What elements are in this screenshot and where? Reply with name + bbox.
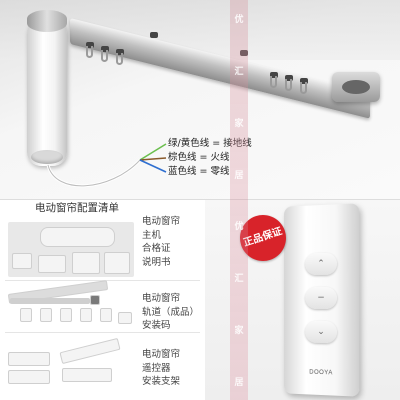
list-group-rail: 电动窗帘 轨道（成品） 安装码	[142, 292, 199, 333]
down-button: ⌄	[305, 320, 337, 344]
curtain-hook	[86, 46, 93, 58]
watermark-char: 汇	[234, 66, 244, 77]
watermark-strip: 优 汇 家 居 优 汇 家 居	[230, 0, 248, 400]
curtain-motor	[27, 16, 67, 166]
up-button: ⌃	[305, 252, 337, 276]
list-item: 安装码	[142, 320, 171, 331]
list-item: 合格证	[142, 243, 171, 254]
remote-part	[59, 337, 121, 365]
product-render: 绿/黄色线 = 接地线 棕色线 = 火线 蓝色线 = 零线	[0, 0, 400, 200]
curtain-hook	[270, 76, 277, 88]
curtain-hook	[285, 79, 292, 91]
list-item: 主机	[142, 229, 162, 241]
wire-label-ground: 绿/黄色线 = 接地线	[168, 138, 252, 149]
bracket-part	[20, 308, 32, 322]
motor-part	[40, 227, 115, 247]
list-item: 安装支架	[142, 376, 181, 387]
badge-text: 正品保证	[242, 226, 284, 249]
motor-bottom-cap	[31, 150, 63, 164]
rail-roller	[101, 46, 109, 52]
list-item: 遥控器	[142, 362, 171, 374]
ceiling-bracket	[240, 50, 248, 56]
wire-label-neutral: 蓝色线 = 零线	[168, 166, 230, 177]
rail-roller	[86, 42, 94, 48]
motor-top-cap	[27, 10, 67, 32]
rail-roller	[270, 72, 278, 78]
bracket-part	[60, 308, 72, 322]
packing-list-panel	[0, 200, 205, 400]
holder-part	[62, 368, 112, 382]
rail-end-cap	[332, 72, 380, 102]
list-separator	[5, 332, 200, 333]
manual-booklet	[104, 252, 130, 274]
watermark-char: 居	[234, 377, 244, 388]
section-divider	[0, 199, 400, 200]
rail-roller	[300, 78, 308, 84]
watermark-char: 居	[234, 170, 244, 181]
watermark-char: 优	[234, 222, 244, 233]
list-item: 轨道（成品）	[142, 306, 200, 318]
remote-control: ⌃ − ⌄ DOOYA	[284, 203, 360, 397]
bracket-part	[40, 308, 52, 322]
wire-color-legend: 绿/黄色线 = 接地线 棕色线 = 火线 蓝色线 = 零线	[168, 137, 288, 179]
list-item: 电动窗帘	[142, 349, 181, 360]
curtain-hook	[300, 82, 307, 94]
remote-box	[8, 352, 50, 366]
rail-roller	[116, 49, 124, 55]
ceiling-bracket	[150, 32, 158, 38]
list-item: 电动窗帘	[142, 293, 181, 304]
watermark-char: 家	[234, 326, 244, 337]
list-item: 电动窗帘	[142, 216, 181, 227]
bracket-part	[118, 312, 132, 324]
watermark-char: 家	[234, 118, 244, 129]
manual-booklet	[72, 252, 100, 274]
packing-list-title: 电动窗帘配置清单	[35, 202, 119, 214]
remote-box	[8, 370, 50, 384]
bracket-part	[100, 308, 112, 322]
rail-roller	[285, 75, 293, 81]
watermark-char: 汇	[234, 274, 244, 285]
curtain-hook	[116, 53, 123, 65]
curtain-hook	[101, 50, 108, 62]
stop-button: −	[305, 286, 337, 310]
list-group-remote: 电动窗帘 遥控器 安装支架	[142, 348, 180, 389]
rail-part	[10, 298, 90, 304]
bracket-part	[90, 295, 100, 305]
list-group-motor: 电动窗帘 主机 合格证 说明书	[142, 215, 180, 269]
remote-brand-logo: DOOYA	[309, 369, 333, 377]
wire-label-live: 棕色线 = 火线	[168, 152, 230, 163]
bracket-part	[80, 308, 92, 322]
watermark-char: 优	[234, 15, 244, 25]
list-item: 说明书	[142, 256, 171, 268]
accessory-part	[12, 253, 32, 269]
certificate-card	[38, 255, 66, 273]
